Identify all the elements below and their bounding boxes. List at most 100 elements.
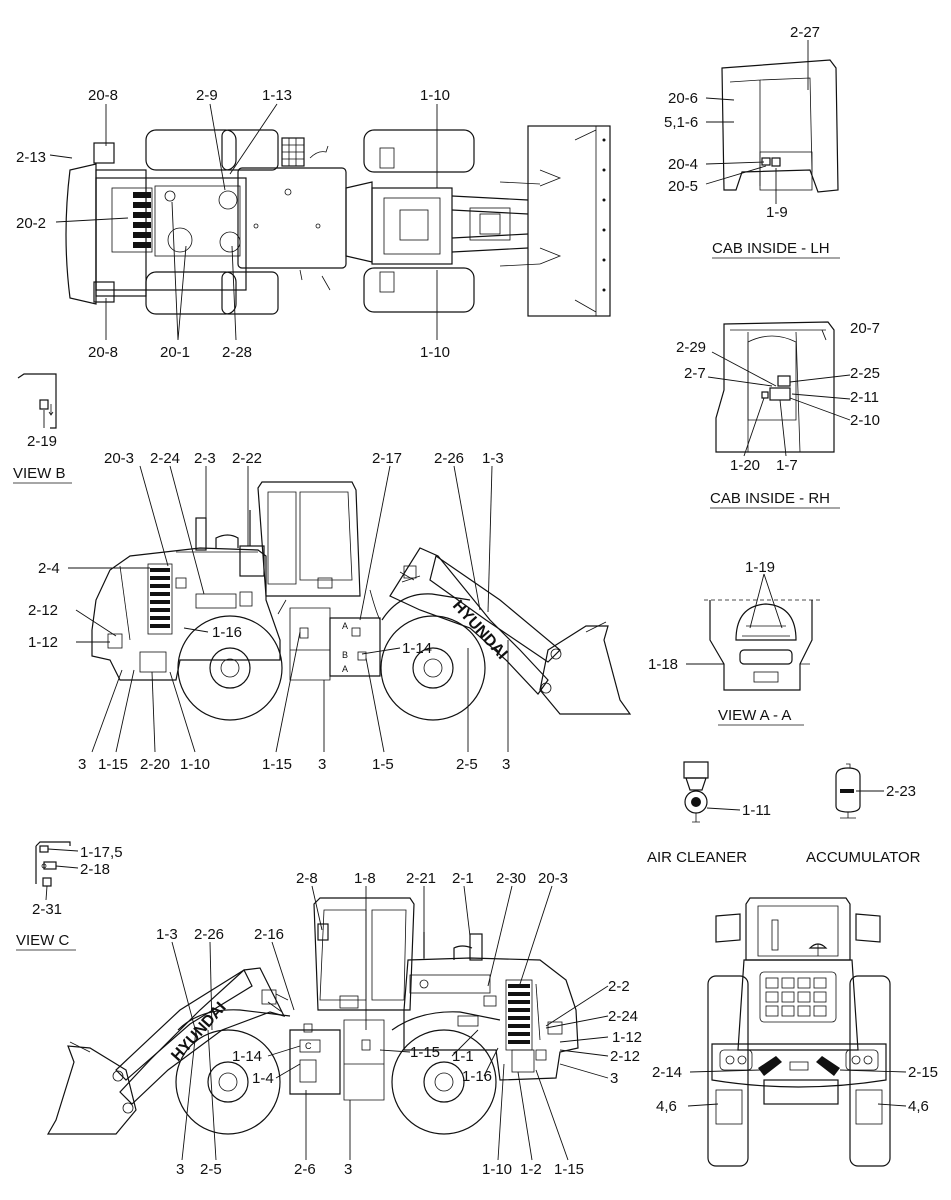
callout-label: 2-25: [850, 365, 880, 382]
callout-label: 2-8: [296, 870, 318, 887]
callout-label: 1-8: [354, 870, 376, 887]
callout-label: 2-4: [38, 560, 60, 577]
callout-label: 1-10: [420, 344, 450, 361]
callout-label: 20-8: [88, 344, 118, 361]
callout-label: 2-2: [608, 978, 630, 995]
callout-label: 2-20: [140, 756, 170, 773]
mark-a: A: [342, 621, 348, 631]
rear-view: 2-14 2-15 4,6 4,6: [652, 897, 938, 1167]
callout-label: 20-4: [668, 156, 698, 173]
side-view-left-drawing: HYUNDAI A B A: [91, 481, 632, 721]
view-title: VIEW C: [16, 932, 70, 949]
callout-label: 3: [78, 756, 86, 773]
callout-label: 2-21: [406, 870, 436, 887]
callout-label: 1-16: [212, 624, 242, 641]
callout-label: 20-2: [16, 215, 46, 232]
callout-label: 2-12: [610, 1048, 640, 1065]
callout-label: 2-3: [194, 450, 216, 467]
callout-label: 2-15: [908, 1064, 938, 1081]
side-view-left-callouts: 20-3 2-24 2-3 2-22 2-17 2-26 1-3 2-4 2-1…: [28, 450, 510, 773]
view-a-a: 1-19 1-18 VIEW A - A: [648, 559, 820, 726]
side-view-right-drawing: HYUNDAI C: [46, 897, 579, 1135]
callout-label: 1-16: [462, 1068, 492, 1085]
callout-label: 2-26: [434, 450, 464, 467]
callout-label: 1-3: [156, 926, 178, 943]
callout-label: 2-7: [684, 365, 706, 382]
cab-inside-lh-view: 2-27 20-6 5,1-6 20-4 20-5 1-9 CAB INSIDE…: [664, 24, 840, 259]
view-title: VIEW A - A: [718, 707, 791, 724]
top-view-callouts: 20-8 2-13 20-2 2-9 1-13 1-10 20-8 20-1 2…: [16, 87, 450, 361]
view-c: 1-17,5 2-18 2-31 VIEW C: [16, 841, 123, 951]
callout-label: 2-14: [652, 1064, 682, 1081]
view-title: CAB INSIDE - LH: [712, 240, 830, 257]
callout-label: 2-22: [232, 450, 262, 467]
callout-label: 4,6: [908, 1098, 929, 1115]
callout-label: 2-9: [196, 87, 218, 104]
callout-label: 2-28: [222, 344, 252, 361]
callout-label: 2-10: [850, 412, 880, 429]
mark-b: B: [342, 650, 348, 660]
mark-a: A: [342, 664, 348, 674]
side-view-right-leaders: [171, 885, 609, 1161]
callout-label: 3: [176, 1161, 184, 1178]
callout-label: 2-12: [28, 602, 58, 619]
callout-label: 2-18: [80, 861, 110, 878]
callout-label: 1-20: [730, 457, 760, 474]
callout-label: 2-26: [194, 926, 224, 943]
callout-label: 20-6: [668, 90, 698, 107]
callout-label: 1-10: [180, 756, 210, 773]
callout-label: 1-14: [232, 1048, 262, 1065]
callout-label: 1-1: [452, 1048, 474, 1065]
view-title: ACCUMULATOR: [806, 849, 921, 866]
callout-label: 1-18: [648, 656, 678, 673]
callout-label: 1-17,5: [80, 844, 123, 861]
callout-label: 2-5: [200, 1161, 222, 1178]
callout-label: 1-11: [742, 802, 771, 819]
view-title: VIEW B: [13, 465, 66, 482]
top-view-leaders: [49, 103, 438, 341]
callout-label: 20-7: [850, 320, 880, 337]
callout-label: 1-15: [98, 756, 128, 773]
callout-label: 1-7: [776, 457, 798, 474]
callout-label: 4,6: [656, 1098, 677, 1115]
callout-label: 2-17: [372, 450, 402, 467]
callout-label: 2-23: [886, 783, 916, 800]
callout-label: 2-27: [790, 24, 820, 41]
callout-label: 2-5: [456, 756, 478, 773]
callout-label: 2-30: [496, 870, 526, 887]
callout-label: 3: [318, 756, 326, 773]
callout-label: 20-1: [160, 344, 190, 361]
callout-label: 1-19: [745, 559, 775, 576]
callout-label: 2-16: [254, 926, 284, 943]
view-b: 2-19 VIEW B: [13, 373, 72, 484]
callout-label: 20-3: [538, 870, 568, 887]
callout-label: 1-5: [372, 756, 394, 773]
callout-label: 20-3: [104, 450, 134, 467]
callout-label: 1-15: [262, 756, 292, 773]
callout-label: 2-6: [294, 1161, 316, 1178]
callout-label: 1-12: [612, 1029, 642, 1046]
callout-label: 1-10: [482, 1161, 512, 1178]
callout-label: 1-15: [554, 1161, 584, 1178]
callout-label: 5,1-6: [664, 114, 698, 131]
callout-label: 20-8: [88, 87, 118, 104]
callout-label: 3: [610, 1070, 618, 1087]
callout-label: 1-10: [420, 87, 450, 104]
callout-label: 1-2: [520, 1161, 542, 1178]
callout-label: 1-9: [766, 204, 788, 221]
callout-label: 2-31: [32, 901, 62, 918]
callout-label: 1-13: [262, 87, 292, 104]
callout-label: 1-14: [402, 640, 432, 657]
callout-label: 1-15: [410, 1044, 440, 1061]
callout-label: 2-29: [676, 339, 706, 356]
top-view-drawing: [65, 125, 611, 317]
side-view-right-callouts: 2-8 1-8 2-21 2-1 2-30 20-3 1-3 2-26 2-16…: [156, 870, 642, 1178]
callout-label: 1-3: [482, 450, 504, 467]
callout-label: 3: [502, 756, 510, 773]
callout-label: 2-24: [608, 1008, 638, 1025]
callout-label: 20-5: [668, 178, 698, 195]
view-title: AIR CLEANER: [647, 849, 747, 866]
view-title: CAB INSIDE - RH: [710, 490, 830, 507]
callout-label: 3: [344, 1161, 352, 1178]
